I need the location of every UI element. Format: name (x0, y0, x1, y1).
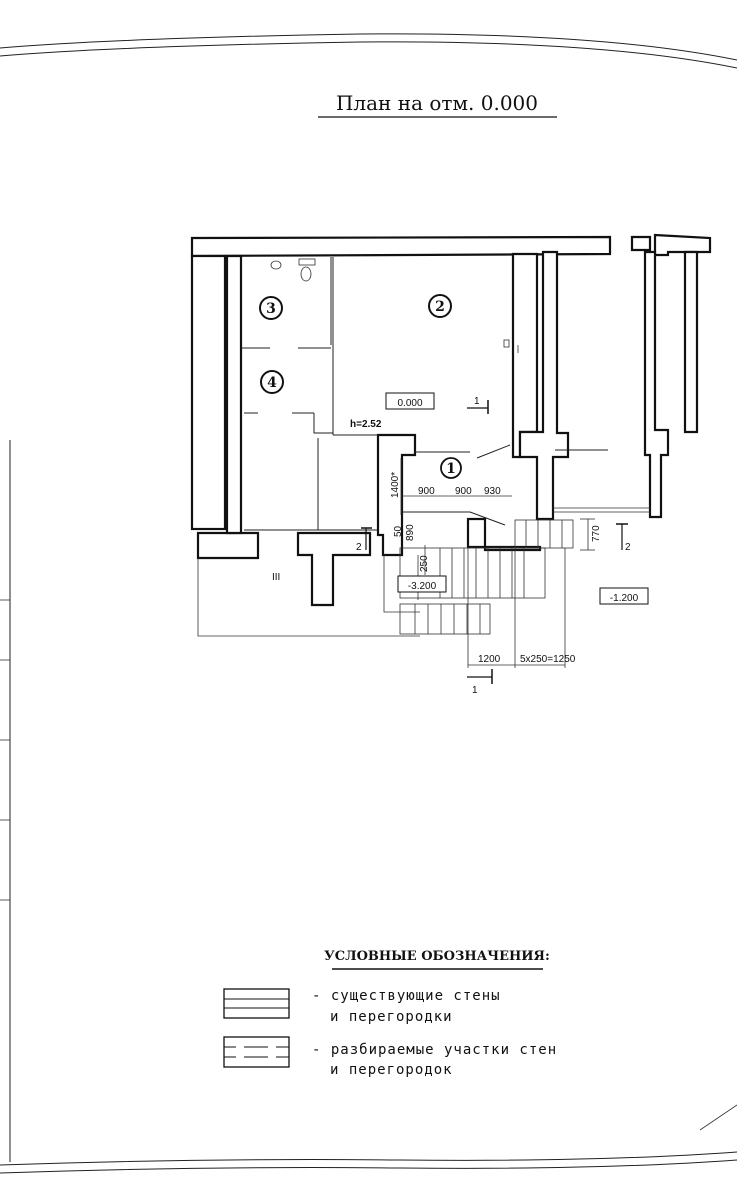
section-mark-1-top: 1 (467, 396, 489, 414)
toilet-icon (298, 258, 316, 266)
partitions (197, 257, 650, 637)
svg-text:2: 2 (356, 542, 362, 553)
dim-50: 50 (393, 525, 404, 537)
svg-text:3: 3 (266, 301, 276, 317)
legend-item-existing-line1: - существующие стены (312, 988, 501, 1004)
level-floor: 0.000 (397, 398, 422, 409)
dim-890: 890 (405, 524, 416, 541)
room-number-4: 4 (260, 370, 284, 394)
room-number-2: 2 (428, 294, 452, 318)
level-box-ground (599, 587, 649, 605)
svg-text:2: 2 (625, 542, 631, 553)
dim-1200: 1200 (478, 654, 501, 665)
axis-label: III (272, 572, 280, 583)
height-note: h=2.52 (350, 419, 382, 430)
sink-icon (270, 260, 282, 270)
dim-900-a: 900 (418, 486, 435, 497)
svg-text:4: 4 (267, 375, 277, 391)
level-basement: -3.200 (408, 581, 437, 592)
dim-1400: 1400* (390, 472, 401, 498)
room-number-1: 1 (440, 457, 462, 479)
level-box-basement (397, 575, 447, 593)
legend-item-demolished-line1: - разбираемые участки стен (312, 1042, 557, 1058)
dim-770: 770 (591, 525, 602, 542)
legend-item-demolished-line2: и перегородок (330, 1062, 453, 1078)
dim-250: 250 (419, 555, 430, 572)
dim-stairs: 5x250=1250 (520, 654, 576, 665)
level-ground: -1.200 (610, 593, 639, 604)
legend-symbol-demolished-walls (223, 1036, 290, 1068)
section-mark-2-left: 2 (356, 527, 372, 553)
legend-item-existing-line2: и перегородки (330, 1009, 453, 1025)
dim-930: 930 (484, 486, 501, 497)
plan-title: План на отм. 0.000 (336, 91, 538, 115)
section-mark-2-right: 2 (616, 523, 631, 553)
dim-900-b: 900 (455, 486, 472, 497)
svg-text:2: 2 (435, 299, 445, 315)
svg-text:1: 1 (472, 685, 478, 696)
legend-symbol-existing-walls (223, 988, 290, 1019)
walls (190, 233, 712, 607)
dimension-lines (400, 458, 595, 668)
level-box-floor (385, 392, 435, 410)
svg-text:1: 1 (474, 396, 480, 407)
sheet-frame (0, 33, 737, 1174)
room-number-3: 3 (259, 296, 283, 320)
svg-text:1: 1 (446, 461, 456, 477)
section-mark-1-bottom: 1 (467, 669, 493, 696)
legend-heading: УСЛОВНЫЕ ОБОЗНАЧЕНИЯ: (324, 949, 550, 964)
stairs (399, 519, 574, 635)
